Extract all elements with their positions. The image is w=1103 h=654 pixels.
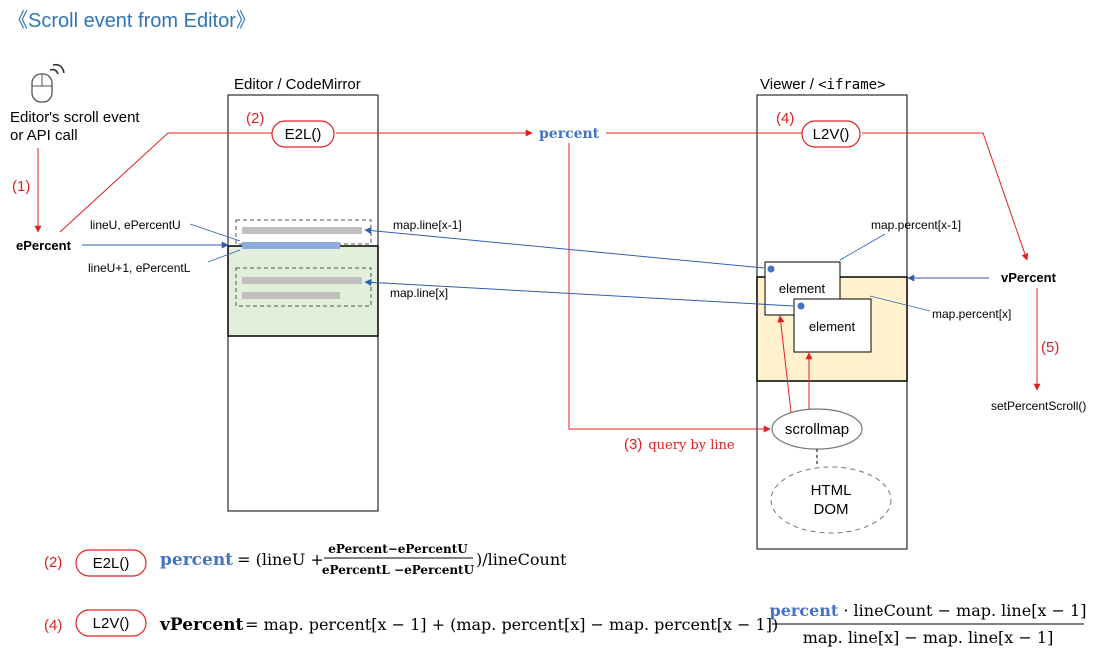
formula-e2l-step: (2) <box>44 554 62 571</box>
e2l-label: E2L() <box>285 126 322 143</box>
formula-e2l-lhs: percent <box>160 550 233 570</box>
formula-e2l-tail: )/lineCount <box>476 550 567 569</box>
map-line-x1-label: map.line[x-1] <box>393 218 462 232</box>
line-u-label: lineU, ePercentU <box>90 218 181 232</box>
formula-e2l-numerator: ePercent−ePercentU <box>328 542 468 556</box>
map-percent-x1-label: map.percent[x-1] <box>871 218 961 232</box>
editor-line-bar <box>242 292 340 299</box>
element-label: element <box>809 319 856 334</box>
flow-arrow-query <box>568 143 771 433</box>
line-u1-label: lineU+1, ePercentL <box>88 261 191 275</box>
editor-line-bar <box>242 277 362 284</box>
formula-l2v-pill <box>75 609 147 637</box>
epercent-label: ePercent <box>16 238 72 253</box>
editor-title: Editor / CodeMirror <box>234 76 361 93</box>
flow-arrow-to-e2l <box>59 132 272 233</box>
formula-e2l-eq: = (lineU + <box>232 550 329 569</box>
page-title: 《Scroll event from Editor》 <box>8 10 256 32</box>
map-percent-x-pointer <box>869 295 931 312</box>
formula-l2v-body: = map. percent[x − 1] + (map. percent[x]… <box>240 615 778 634</box>
map-percent-x-label: map.percent[x] <box>932 307 1011 321</box>
editor-line-group-x <box>235 267 372 307</box>
step-3-label: (3)query by line <box>624 436 735 453</box>
step-4: (4) <box>776 110 794 127</box>
e2l-function <box>271 120 335 148</box>
formula-e2l-denominator: ePercentL −ePercentU <box>322 563 475 577</box>
source-line-1: Editor's scroll event <box>10 109 140 126</box>
formula-e2l-pill <box>75 549 147 577</box>
line-u1-pointer <box>207 249 241 263</box>
line-u-pointer <box>189 223 241 242</box>
formula-e2l-function: E2L() <box>93 555 130 572</box>
formula-l2v-step: (4) <box>44 617 62 634</box>
element-label: element <box>779 281 826 296</box>
formula-l2v-denominator: map. line[x] − map. line[x − 1] <box>803 628 1054 647</box>
element-marker <box>767 265 775 273</box>
flow-arrow-to-vpercent <box>862 132 1029 261</box>
editor-viewport <box>227 245 379 337</box>
map-line-x-label: map.line[x] <box>390 286 448 300</box>
step-5: (5) <box>1041 339 1059 356</box>
editor-line-bar <box>242 227 362 234</box>
formula-l2v-numerator: percent · lineCount − map. line[x − 1] <box>770 601 1087 620</box>
mouse-icon <box>31 63 65 103</box>
editor-current-line-bar <box>242 242 340 249</box>
element-marker <box>797 302 805 310</box>
html-dom-node <box>770 466 892 534</box>
vpercent-label: vPercent <box>1001 270 1057 285</box>
l2v-function <box>801 120 861 148</box>
set-percent-scroll-label: setPercentScroll() <box>991 399 1086 413</box>
scrollmap-to-element-prev <box>777 315 792 413</box>
map-line-x1-arrow <box>364 227 765 269</box>
l2v-label: L2V() <box>813 126 850 143</box>
html-label: HTML <box>811 482 852 499</box>
step-1: (1) <box>12 178 30 195</box>
source-line-2: or API call <box>10 127 78 144</box>
map-percent-x1-pointer <box>839 233 886 261</box>
map-line-x-arrow <box>364 278 795 307</box>
viewer-title: Viewer / <iframe> <box>760 76 886 93</box>
formula-l2v-function: L2V() <box>93 615 130 632</box>
element-box-current <box>793 298 872 353</box>
step-2: (2) <box>246 110 264 127</box>
dom-label: DOM <box>814 501 849 518</box>
formula-l2v-lhs: vPercent <box>159 615 244 635</box>
scrollmap-label: scrollmap <box>785 421 849 438</box>
percent-label: percent <box>539 126 600 142</box>
